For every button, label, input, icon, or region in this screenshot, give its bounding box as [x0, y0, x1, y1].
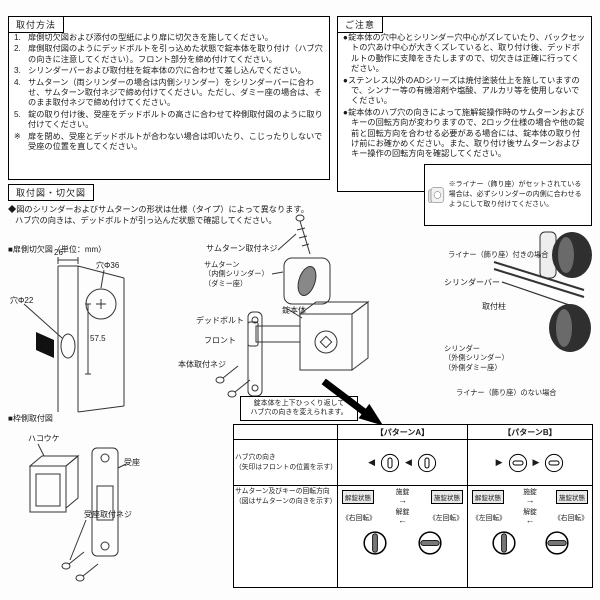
- door-cutout-drawing: [23, 257, 125, 413]
- thumbturn-vertical-icon: [491, 531, 516, 555]
- without-liner-caption: ライナー（飾り座）のない場合: [456, 388, 557, 397]
- dim-57-label: 57.5: [90, 334, 106, 343]
- cylinder-label: シリンダー （外側シリンダー） （外側ダミー座）: [444, 344, 509, 372]
- thumbturn-horizontal-icon: [418, 531, 442, 555]
- front-direction-arrow-icon: ▶: [495, 457, 503, 467]
- rotation-direction-row-label: サムターン及びキーの回転方向 （図はサムターンの向きを示す）: [233, 485, 338, 588]
- pattern-a-header: 【パターンA】: [337, 424, 468, 440]
- outer-cylinder-drawing: [549, 304, 591, 352]
- install-method-list: 1.扉側切欠図および添付の型紙により扉に切欠きを施してください。 2.扉側取付図…: [9, 17, 329, 155]
- caution-list: ●錠本体の穴中心とシリンダー穴中心がズレていたり、バックセットの穴あけ中心が大き…: [338, 17, 591, 163]
- body-screw-icon: [215, 376, 225, 384]
- mount-post-label: 取付柱: [482, 302, 506, 311]
- front-direction-arrow-icon: ◀: [368, 457, 375, 467]
- diagram-note-1: ◆図のシリンダーおよびサムターンの形状は仕様（タイプ）によって異なります。: [8, 205, 309, 214]
- with-liner-caption: ライナー（飾り座）付きの場合: [448, 250, 549, 259]
- unlock-arrow-icon: ←: [525, 514, 535, 525]
- caution-item: ●錠本体の穴中心とシリンダー穴中心がズレていたり、バックセットの穴あけ中心が大き…: [343, 33, 586, 74]
- lock-action-label: 施錠: [523, 489, 537, 496]
- method-step: 3.シリンダーバーおよび取付柱を錠本体の穴に合わせて差し込んでください。: [14, 66, 306, 76]
- dim-26-label: 26: [54, 248, 63, 257]
- lock-rotation-label: 《右回転》: [342, 514, 376, 522]
- unlock-rotation-label: 《右回転》: [554, 514, 588, 522]
- hub-direction-row-label: ハブ穴の向き （矢印はフロントの位置を示す）: [233, 439, 338, 486]
- cylinder-bar-label: シリンダーバー: [444, 278, 500, 287]
- thumbturn-knob: [297, 266, 317, 296]
- method-step: 1.扉側切欠図および添付の型紙により扉に切欠きを施してください。: [14, 33, 273, 42]
- front-label: フロント: [204, 336, 236, 345]
- method-step: 4.サムターン（両シリンダーの場合は内側シリンダー）をシリンダーバーに合わせ、サ…: [14, 77, 322, 108]
- pattern-b-rotation-cell: 解錠状態 施錠→ 施錠状態 《左回転》 解錠← 《右回転》: [467, 485, 593, 588]
- body-screw-icon: [227, 390, 237, 398]
- thumbturn-vertical-icon: [363, 531, 387, 555]
- deadbolt-shape: [255, 325, 301, 343]
- caution-item: ●錠本体のハブ穴の向きによって施解錠操作時のサムターンおよびキーの回転方向が変わ…: [343, 107, 585, 159]
- thumbturn-horizontal-icon: [544, 531, 569, 555]
- caution-item: ●ステンレス以外のADシリーズは焼付塗装仕上を施していますので、シンナー等の有機…: [343, 75, 580, 106]
- locked-state-badge: 施錠状態: [431, 490, 463, 505]
- pattern-a-hub-cell: ◀ ◀: [337, 439, 468, 486]
- pattern-a-rotation-cell: 解錠状態 施錠→ 施錠状態 《右回転》 解錠← 《左回転》: [337, 485, 468, 588]
- cylinder-bar-drawing: [493, 261, 585, 309]
- lock-body-label: 錠本体: [282, 306, 306, 315]
- unlock-arrow-icon: ←: [398, 514, 407, 525]
- method-note: ※扉を閉め、受座とデッドボルトが合わない場合は叩いたり、こじったりしないで受座の…: [14, 131, 323, 152]
- pattern-b-header: 【パターンB】: [467, 424, 593, 440]
- hub-hole-icon: [417, 453, 437, 472]
- front-direction-arrow-icon: ▶: [532, 457, 540, 467]
- cylinder-hole: [314, 330, 338, 354]
- hole-36-label: 穴Φ36: [96, 261, 120, 270]
- hub-hole: [319, 335, 333, 349]
- pattern-table: 【パターンA】 【パターンB】 ハブ穴の向き （矢印はフロントの位置を示す） ◀…: [233, 424, 593, 588]
- unlocked-state-badge: 解錠状態: [472, 490, 504, 505]
- diagram-note-2: ハブ穴の向きは、デッドボルトが引っ込んだ状態で確認してください。: [15, 216, 277, 225]
- strike-plate: [91, 447, 119, 557]
- flip-note-box: 錠本体を上下ひっくり返して ハブ穴の向きを変えられます。: [240, 396, 358, 421]
- pattern-b-hub-cell: ▶ ▶: [467, 439, 593, 486]
- lock-arrow-icon: →: [398, 495, 407, 506]
- liner-note-box: ※ライナー（飾り座）がセットされている場合は、必ずシリンダーの内側に合わせるよう…: [424, 164, 592, 226]
- unlocked-state-badge: 解錠状態: [342, 490, 374, 505]
- strike-plate-label: 受座: [124, 458, 140, 467]
- strike-screw-icon: [75, 574, 85, 582]
- unlock-action-label: 解錠: [395, 508, 410, 516]
- hub-hole-icon: [380, 453, 400, 472]
- frame-side-drawing: [28, 443, 127, 582]
- liner-note-text: ※ライナー（飾り座）がセットされている場合は、必ずシリンダーの内側に合わせるよう…: [448, 181, 582, 208]
- deadbolt-label: デッドボルト: [196, 316, 244, 325]
- install-method-section: 取付方法 1.扉側切欠図および添付の型紙により扉に切欠きを施してください。 2.…: [8, 16, 330, 180]
- method-step: 5.錠の取り付け後、受座をデッドボルトの高さに合わせて枠側取付図のように取り付け…: [14, 109, 323, 130]
- unlock-action-label: 解錠: [523, 508, 537, 516]
- lock-arrow-icon: →: [525, 495, 535, 506]
- thumbturn-screw-icon: [295, 214, 305, 222]
- lock-rotation-label: 《左回転》: [472, 514, 506, 522]
- pattern-table-corner: [233, 424, 338, 440]
- front-direction-arrow-icon: ◀: [405, 457, 412, 467]
- thumbturn-plate: [283, 257, 331, 305]
- diagram-section-title: 取付図・切欠図: [8, 184, 95, 201]
- caution-section: ご注意 ●錠本体の穴中心とシリンダー穴中心がズレていたり、バックセットの穴あけ中…: [337, 16, 592, 192]
- door-cutout-title: ■扉側切欠図（単位：mm）: [8, 245, 107, 254]
- hole-22-label: 穴Φ22: [10, 296, 34, 305]
- front-plate: [247, 311, 263, 397]
- thumbturn-label: サムターン （内側シリンダー） （ダミー座）: [204, 260, 269, 288]
- liner-plate-icon: [428, 187, 445, 203]
- strike-screw-label: 受座取付ネジ: [84, 510, 132, 519]
- frame-diagram-title: ■枠側取付図: [8, 414, 53, 423]
- locked-state-badge: 施錠状態: [556, 490, 588, 505]
- method-step: 2.扉側取付図のようにデッドボルトを引っ込めた状態で錠本体を取り付け（ハブ穴の向…: [14, 44, 323, 64]
- caution-title: ご注意: [337, 16, 384, 33]
- install-method-title: 取付方法: [8, 16, 65, 33]
- box-strike: [28, 455, 80, 467]
- unlock-rotation-label: 《左回転》: [429, 514, 463, 522]
- body-screw-label: 本体取付ネジ: [178, 360, 226, 369]
- hub-hole-icon: [545, 453, 564, 472]
- lock-action-label: 施錠: [395, 489, 410, 496]
- strike-screw-icon: [61, 562, 71, 570]
- box-strike-label: ハコウケ: [28, 434, 60, 443]
- hub-hole-icon: [508, 453, 527, 472]
- thumbturn-screw-label: サムターン取付ネジ: [206, 244, 278, 253]
- outer-cylinder-with-liner-drawing: [539, 231, 592, 279]
